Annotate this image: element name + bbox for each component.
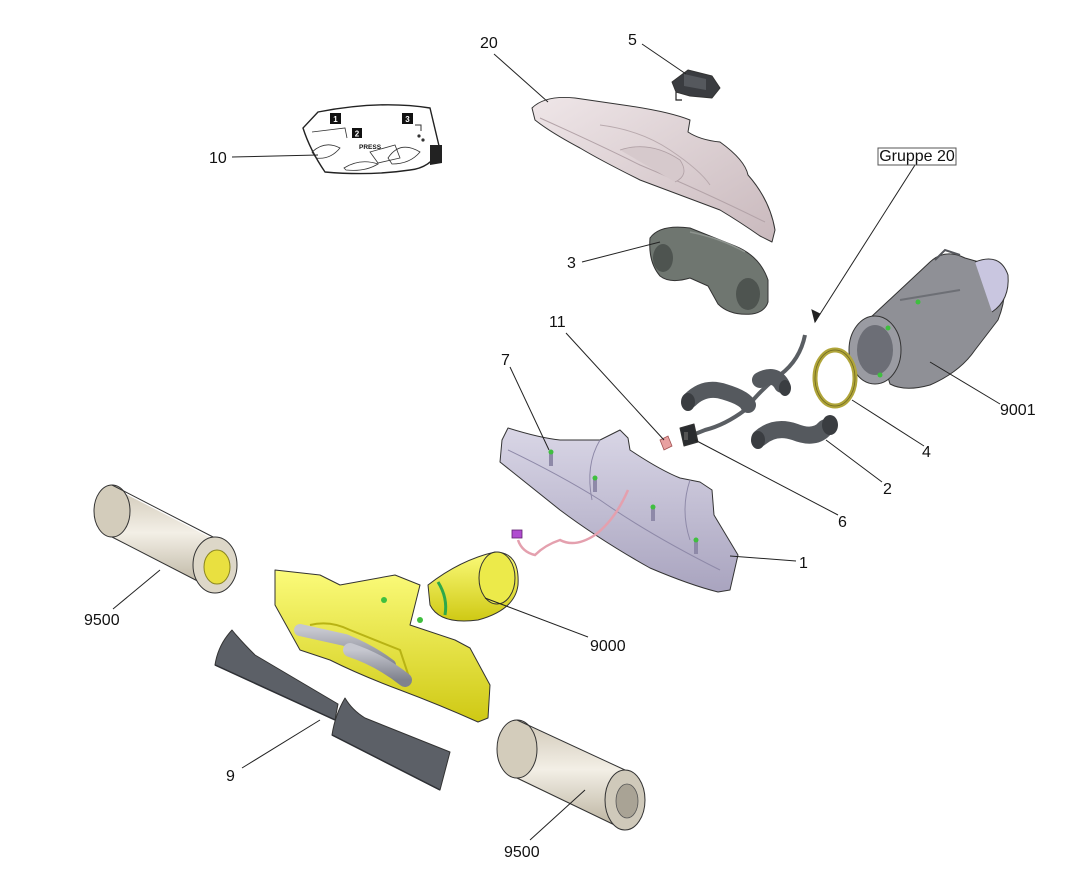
gasket-part-3 — [649, 226, 769, 315]
connector-part-6 — [679, 423, 699, 447]
callout-7: 7 — [501, 352, 510, 369]
step-2-number: 2 — [355, 130, 360, 139]
callout-9500-bottom: 9500 — [504, 844, 540, 861]
roller-part-9500-left — [93, 484, 238, 594]
decal-press-text: PRESS — [359, 144, 382, 151]
callout-2: 2 — [883, 481, 892, 498]
callout-3: 3 — [567, 255, 576, 272]
callout-20: 20 — [480, 35, 498, 52]
elbow-hose-part-2 — [751, 415, 838, 449]
step-3-number: 3 — [405, 115, 410, 124]
callout-10: 10 — [209, 150, 227, 167]
step-1-number: 1 — [333, 115, 338, 124]
motor-wire — [511, 489, 630, 557]
callout-labels: 20 5 10 3 11 7 9001 4 2 6 1 9500 9000 9 … — [84, 32, 1036, 861]
decal-part-10: 1 2 3 PRESS — [302, 104, 442, 175]
clip-part-5 — [671, 69, 721, 101]
callout-5: 5 — [628, 32, 637, 49]
leader-lines — [112, 43, 1001, 841]
group-reference-label: Gruppe 20 — [879, 148, 955, 165]
callout-1: 1 — [799, 555, 808, 572]
roller-part-9500-bottom — [496, 719, 646, 831]
connector-housing-part-9001 — [848, 248, 1009, 389]
ring-part-4 — [812, 347, 858, 409]
group-reference-box: Gruppe 20 — [877, 147, 957, 166]
callout-9000: 9000 — [590, 638, 626, 655]
callout-9500-left: 9500 — [84, 612, 120, 629]
callout-6: 6 — [838, 514, 847, 531]
callout-9: 9 — [226, 768, 235, 785]
callout-9001: 9001 — [1000, 402, 1036, 419]
wiper-blades-part-9 — [214, 629, 451, 791]
base-plate-part-1 — [499, 427, 739, 593]
hose-assembly — [681, 334, 807, 438]
callout-11: 11 — [549, 314, 566, 331]
upper-housing-part-20 — [531, 97, 776, 243]
motor-chassis-part-9000 — [274, 551, 519, 723]
callout-4: 4 — [922, 444, 931, 461]
